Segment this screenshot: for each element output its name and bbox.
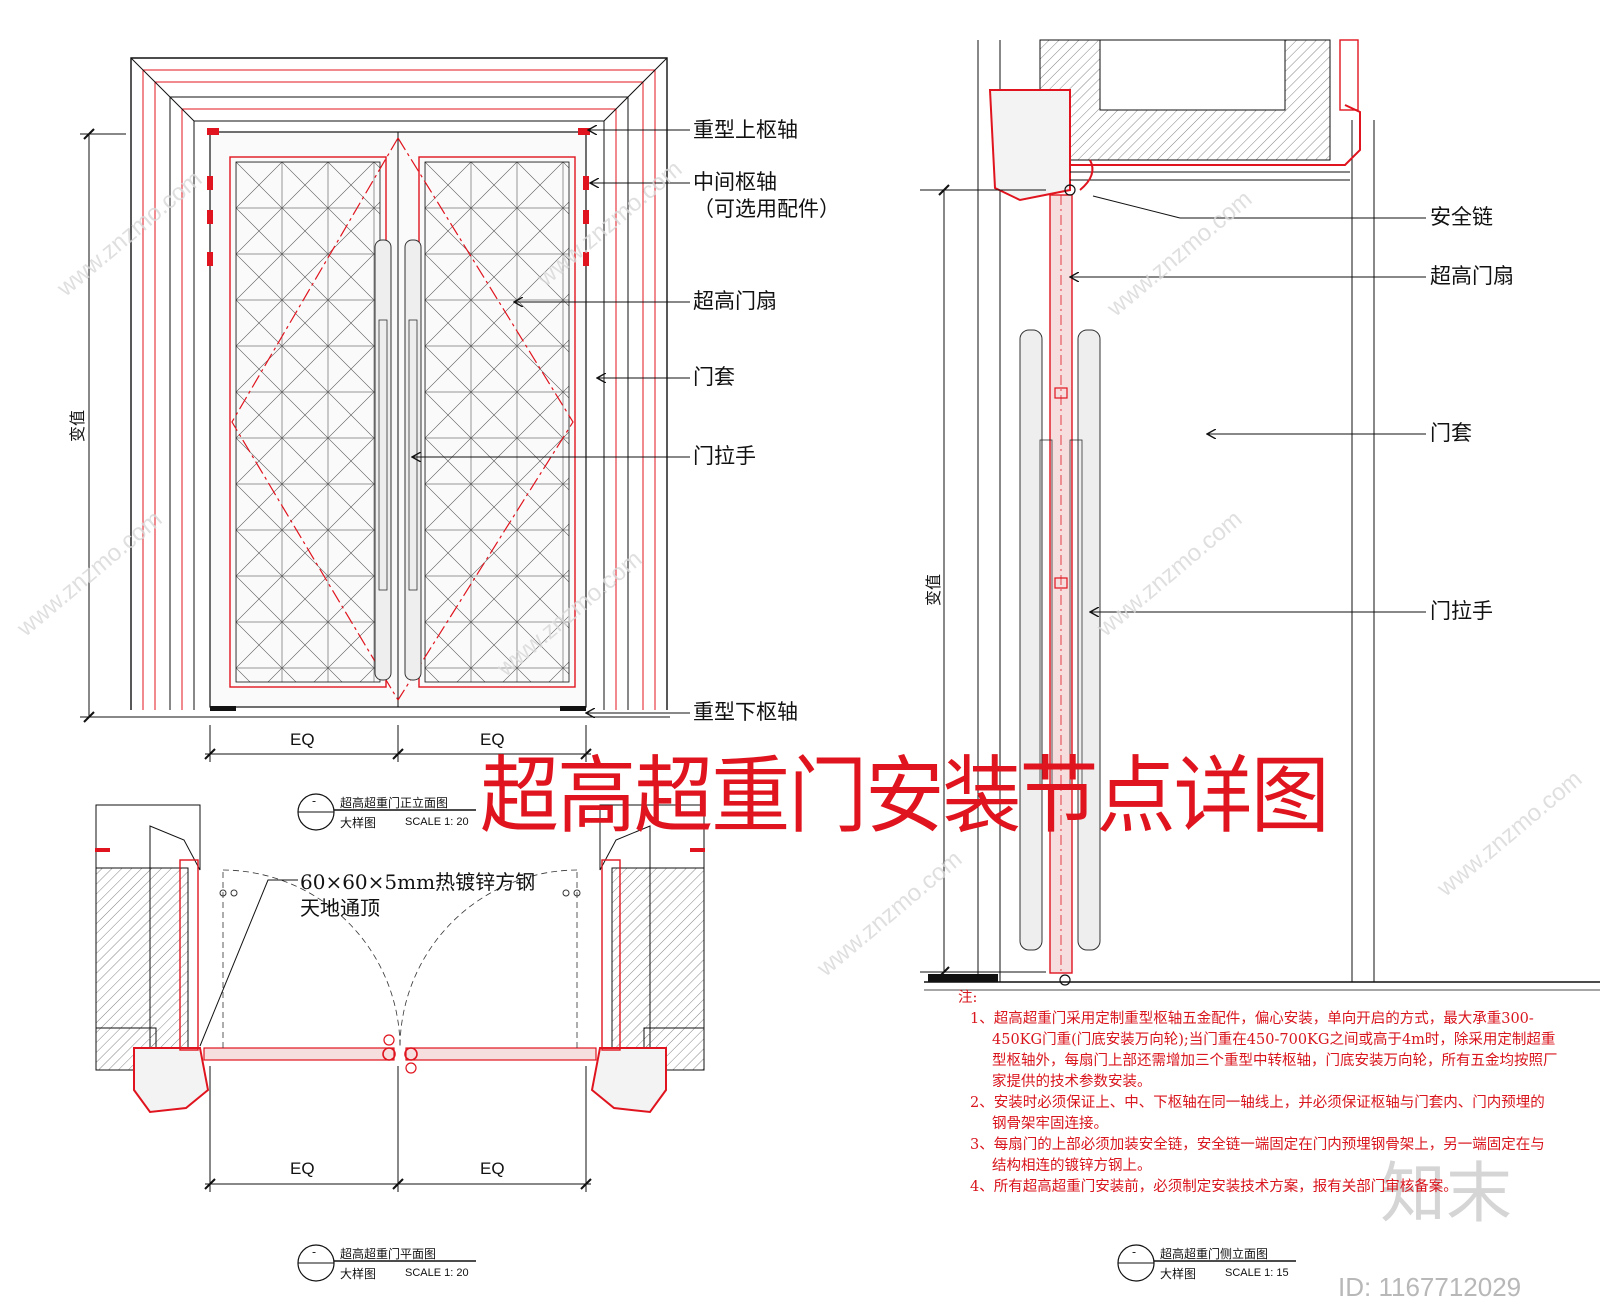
label-side-door-leaf: 超高门扇 — [1430, 264, 1514, 288]
note-item: 3、每扇门的上部必须加装安全链，安全链一端固定在门内预埋钢骨架上，另一端固定在与… — [970, 1137, 1545, 1174]
label-door-frame: 门套 — [693, 365, 735, 389]
side-elevation — [920, 39, 1600, 1282]
plan-caption-name: 超高超重门平面图 — [340, 1247, 437, 1261]
front-height-dim: 变值 — [68, 409, 87, 442]
front-width-dim-left: EQ — [290, 730, 315, 749]
front-caption-num: - — [312, 794, 317, 808]
side-caption-name: 超高超重门侧立面图 — [1160, 1247, 1269, 1261]
page-title: 超高超重门安装节点详图 — [480, 747, 1330, 845]
side-caption-sub: 大样图 — [1160, 1267, 1197, 1281]
notes-heading: 注: — [958, 990, 978, 1006]
plan-width-dim-right: EQ — [480, 1159, 505, 1178]
label-bottom-pivot: 重型下枢轴 — [693, 700, 798, 724]
label-door-handle: 门拉手 — [693, 444, 756, 468]
front-caption-sub: 大样图 — [340, 816, 377, 830]
watermark-id: ID: 1167712029 — [1338, 1272, 1522, 1302]
label-steel-tube: 60×60×5mm热镀锌方钢 — [300, 870, 536, 894]
plan-caption-num: - — [312, 1245, 317, 1259]
note-item: 1、超高超重门采用定制重型枢轴五金配件，偏心安装，单向开启的方式，最大承重300… — [970, 1011, 1558, 1090]
watermark-logo: 知末 — [1380, 1155, 1512, 1232]
front-width-dim-right: EQ — [480, 730, 505, 749]
side-height-dim: 变值 — [924, 573, 943, 606]
plan-caption-scale: SCALE 1: 20 — [405, 1267, 469, 1279]
plan-view — [95, 804, 705, 1282]
plan-width-dim-left: EQ — [290, 1159, 315, 1178]
label-floor-to-ceiling: 天地通顶 — [300, 896, 380, 920]
front-caption-name: 超高超重门正立面图 — [340, 796, 449, 810]
side-caption-scale: SCALE 1: 15 — [1225, 1267, 1289, 1279]
installation-notes: 注: 1、超高超重门采用定制重型枢轴五金配件，偏心安装，单向开启的方式，最大承重… — [958, 988, 1558, 1198]
label-middle-pivot: 中间枢轴 — [693, 170, 777, 194]
front-caption-scale: SCALE 1: 20 — [405, 816, 469, 828]
label-safety-chain: 安全链 — [1430, 205, 1493, 229]
label-middle-pivot-note: （可选用配件） — [693, 197, 840, 221]
note-item: 2、安装时必须保证上、中、下枢轴在同一轴线上，并必须保证枢轴与门套内、门内预埋的… — [970, 1095, 1545, 1132]
front-elevation — [80, 57, 690, 831]
label-door-leaf: 超高门扇 — [693, 289, 777, 313]
side-caption-num: - — [1132, 1245, 1137, 1259]
label-top-pivot: 重型上枢轴 — [693, 118, 798, 142]
plan-caption-sub: 大样图 — [340, 1267, 377, 1281]
label-side-door-frame: 门套 — [1430, 421, 1472, 445]
note-item: 4、所有超高超重门安装前，必须制定安装技术方案，报有关部门审核备案。 — [970, 1179, 1458, 1195]
label-side-door-handle: 门拉手 — [1430, 599, 1493, 623]
